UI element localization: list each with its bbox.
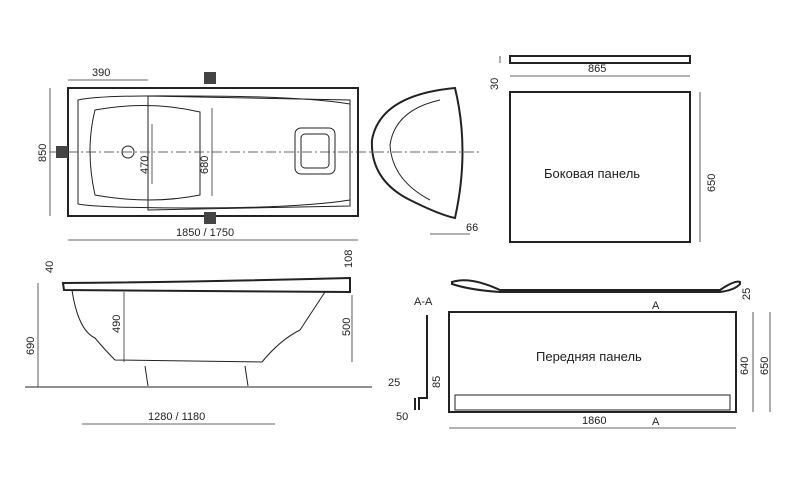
dim-50: 50	[396, 411, 408, 423]
front-panel-label: Передняя панель	[536, 349, 642, 364]
dim-500: 500	[341, 318, 353, 336]
side-panel: 30 865 Боковая панель 650	[489, 55, 718, 243]
dim-40: 40	[44, 261, 56, 273]
dim-legs: 1280 / 1180	[148, 411, 205, 423]
dim-690: 690	[25, 337, 37, 355]
end-view: 66	[370, 86, 478, 235]
dim-length: 1850 / 1750	[176, 227, 234, 239]
dim-650-side: 650	[706, 174, 718, 192]
dim-865: 865	[588, 63, 606, 75]
dim-108: 108	[343, 250, 355, 268]
dim-490: 490	[111, 315, 123, 333]
dim-85: 85	[431, 376, 443, 388]
dim-390: 390	[92, 67, 110, 79]
section-a-a: A-A 25 85 50	[388, 296, 443, 423]
dim-25-section: 25	[388, 377, 400, 389]
dim-650-front: 650	[759, 357, 771, 375]
dim-25-front: 25	[741, 288, 753, 300]
dim-470: 470	[139, 156, 151, 174]
top-view: 390 850 470 680 1850 / 1750	[37, 67, 480, 241]
side-view: 690 40 490 108 500 1280 / 1180	[25, 250, 372, 425]
dim-850: 850	[37, 144, 49, 162]
section-title: A-A	[414, 296, 433, 308]
cut-mark-bottom: A	[652, 416, 660, 428]
dim-1860: 1860	[582, 415, 606, 427]
cut-mark-top: A	[652, 300, 660, 312]
dim-680: 680	[199, 156, 211, 174]
front-panel: 25 A Передняя панель 640 650 1860 A	[448, 279, 771, 429]
dim-30: 30	[489, 78, 501, 90]
dim-66: 66	[466, 222, 478, 234]
side-panel-label: Боковая панель	[544, 166, 640, 181]
dim-640: 640	[739, 357, 751, 375]
